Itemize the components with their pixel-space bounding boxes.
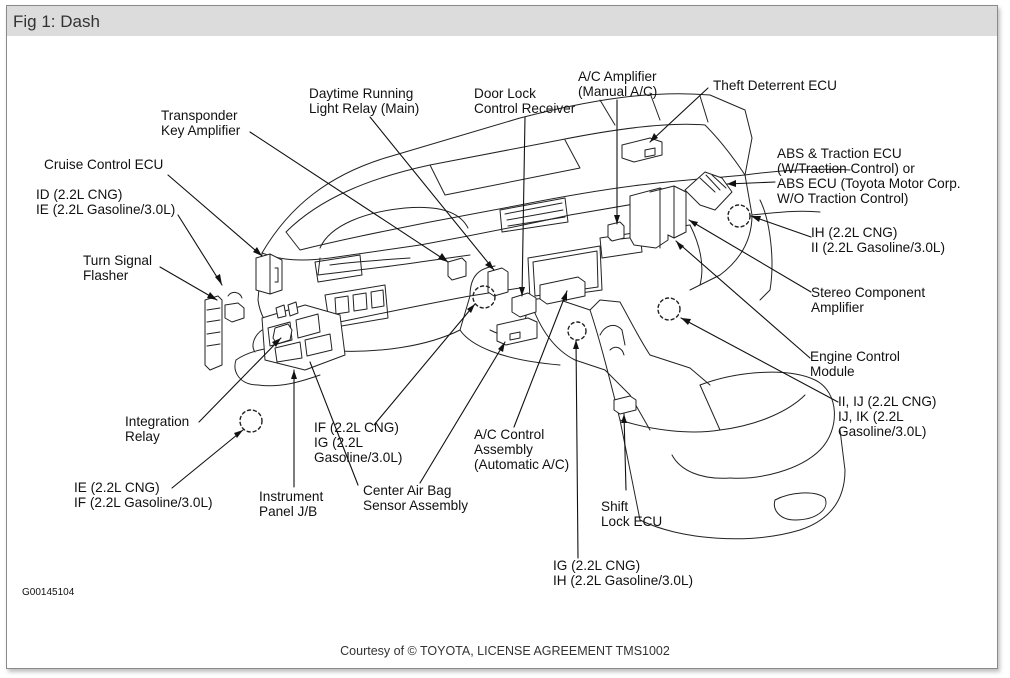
- leader-lines: [159, 87, 839, 559]
- integration-relay: [272, 323, 293, 345]
- connector-ii-ij: [657, 297, 681, 321]
- leader-arrowheads: [207, 133, 761, 438]
- theft-deterrent-ecu: [621, 137, 663, 163]
- figure-caption-bar: Fig 1: Dash: [7, 6, 997, 36]
- label-center-air-bag-sensor: Center Air Bag Sensor Assembly: [363, 483, 469, 513]
- shift-lock-ecu: [613, 395, 637, 415]
- label-id-ie-connector: ID (2.2L CNG) IE (2.2L Gasoline/3.0L): [36, 187, 176, 217]
- label-abs-traction-ecu: ABS & Traction ECU (W/Traction Control) …: [777, 146, 961, 206]
- figure-credit: Courtesy of © TOYOTA, LICENSE AGREEMENT …: [340, 644, 670, 658]
- connector-ig-ih: [567, 321, 587, 341]
- label-instrument-panel-jb: Instrument Panel J/B: [259, 489, 324, 519]
- label-ac-control-assembly: A/C Control Assembly (Automatic A/C): [474, 427, 570, 472]
- label-integration-relay: Integration Relay: [125, 414, 190, 444]
- label-cruise-control-ecu: Cruise Control ECU: [44, 157, 164, 172]
- label-turn-signal-flasher: Turn Signal Flasher: [83, 253, 153, 283]
- abs-ecu: [684, 171, 733, 211]
- label-shift-lock-ecu: Shift Lock ECU: [601, 499, 663, 529]
- label-ih-ii-connector: IH (2.2L CNG) II (2.2L Gasoline/3.0L): [811, 225, 945, 255]
- figure-id: G00145104: [22, 587, 75, 598]
- label-daytime-running-light-relay: Daytime Running Light Relay (Main): [309, 86, 420, 116]
- label-if-ig-connector: IF (2.2L CNG) IG (2.2L Gasoline/3.0L): [314, 420, 403, 465]
- label-theft-deterrent-ecu: Theft Deterrent ECU: [713, 78, 837, 93]
- figure-caption: Fig 1: Dash: [13, 12, 100, 31]
- connector-markers: [239, 204, 751, 433]
- label-stereo-component-amplifier: Stereo Component Amplifier: [811, 285, 926, 315]
- airbag-sensor: [496, 317, 538, 346]
- label-ac-amplifier: A/C Amplifier (Manual A/C): [578, 69, 658, 99]
- connector-ih-ii: [727, 204, 751, 228]
- label-ie-if-connector: IE (2.2L CNG) IF (2.2L Gasoline/3.0L): [74, 480, 213, 510]
- components: [204, 137, 733, 415]
- label-ig-ih-connector: IG (2.2L CNG) IH (2.2L Gasoline/3.0L): [553, 558, 694, 588]
- connector-ie-if: [239, 409, 263, 433]
- label-door-lock-control-receiver: Door Lock Control Receiver: [474, 86, 576, 116]
- ac-amplifier: [607, 221, 625, 242]
- drl-relay: [487, 267, 509, 297]
- connector-if-ig: [472, 285, 496, 309]
- ac-control-assembly: [539, 276, 586, 305]
- label-ii-ij-connector: II, IJ (2.2L CNG) IJ, IK (2.2L Gasoline/…: [838, 394, 937, 439]
- label-engine-control-module: Engine Control Module: [810, 349, 900, 379]
- dash-outline: [234, 92, 851, 540]
- door-lock-receiver: [511, 292, 537, 318]
- transponder-amplifier: [447, 257, 467, 281]
- label-transponder-key-amplifier: Transponder Key Amplifier: [161, 108, 241, 138]
